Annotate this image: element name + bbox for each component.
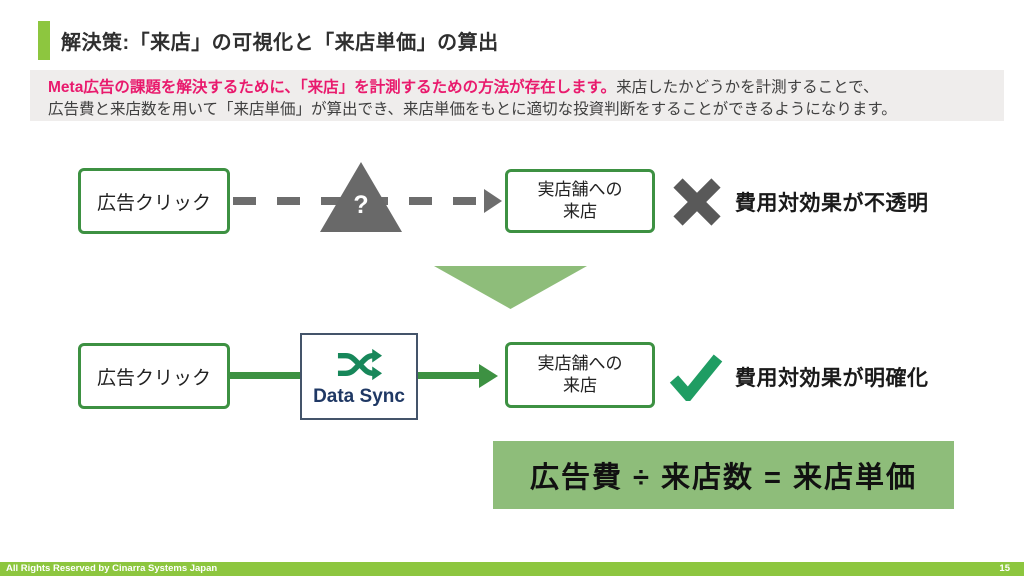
lead-body-text-line2: 広告費と来店数を用いて「来店単価」が算出でき、来店単価をもとに適切な投資判断をす… [48, 101, 897, 118]
copyright-text: All Rights Reserved by Cinarra Systems J… [6, 563, 218, 574]
after-store-visit-box: 実店舗への 来店 [505, 342, 655, 408]
question-mark: ? [353, 191, 369, 219]
solid-arrow-head [479, 364, 498, 388]
page-title: 解決策:「来店」の可視化と「来店単価」の算出 [61, 32, 499, 54]
shuffle-icon [337, 348, 382, 380]
page-number: 15 [999, 563, 1010, 574]
before-store-visit-line2: 来店 [563, 202, 597, 221]
data-sync-box: Data Sync [300, 333, 418, 420]
dashed-arrow-head [484, 189, 502, 213]
cross-icon [672, 177, 722, 227]
footer-bar: All Rights Reserved by Cinarra Systems J… [0, 562, 1024, 576]
after-store-visit-line2: 来店 [563, 376, 597, 395]
lead-summary-box: Meta広告の課題を解決するために、「来店」を計測するための方法が存在します。来… [30, 70, 1004, 121]
title-accent-bar [38, 21, 50, 60]
after-ad-click-box: 広告クリック [78, 343, 230, 409]
solid-arrow-line-left [230, 372, 302, 379]
lead-body-text-line1: 来店したかどうかを計測することで、 [616, 79, 879, 96]
after-result-label: 費用対効果が明確化 [735, 367, 929, 390]
after-store-visit-line1: 実店舗への [537, 353, 623, 373]
before-store-visit-line1: 実店舗への [537, 179, 623, 199]
before-store-visit-box: 実店舗への 来店 [505, 169, 655, 233]
down-arrow-icon [434, 266, 587, 309]
lead-highlight-text: Meta広告の課題を解決するために、「来店」を計測するための方法が存在します。 [48, 79, 617, 96]
check-icon [668, 351, 724, 403]
before-result-label: 費用対効果が不透明 [735, 192, 929, 215]
solid-arrow-line-right [418, 372, 480, 379]
slide-header: 解決策:「来店」の可視化と「来店単価」の算出 [38, 21, 499, 60]
data-sync-label: Data Sync [313, 385, 405, 407]
before-ad-click-box: 広告クリック [78, 168, 230, 234]
formula-box: 広告費 ÷ 来店数 = 来店単価 [493, 441, 954, 509]
